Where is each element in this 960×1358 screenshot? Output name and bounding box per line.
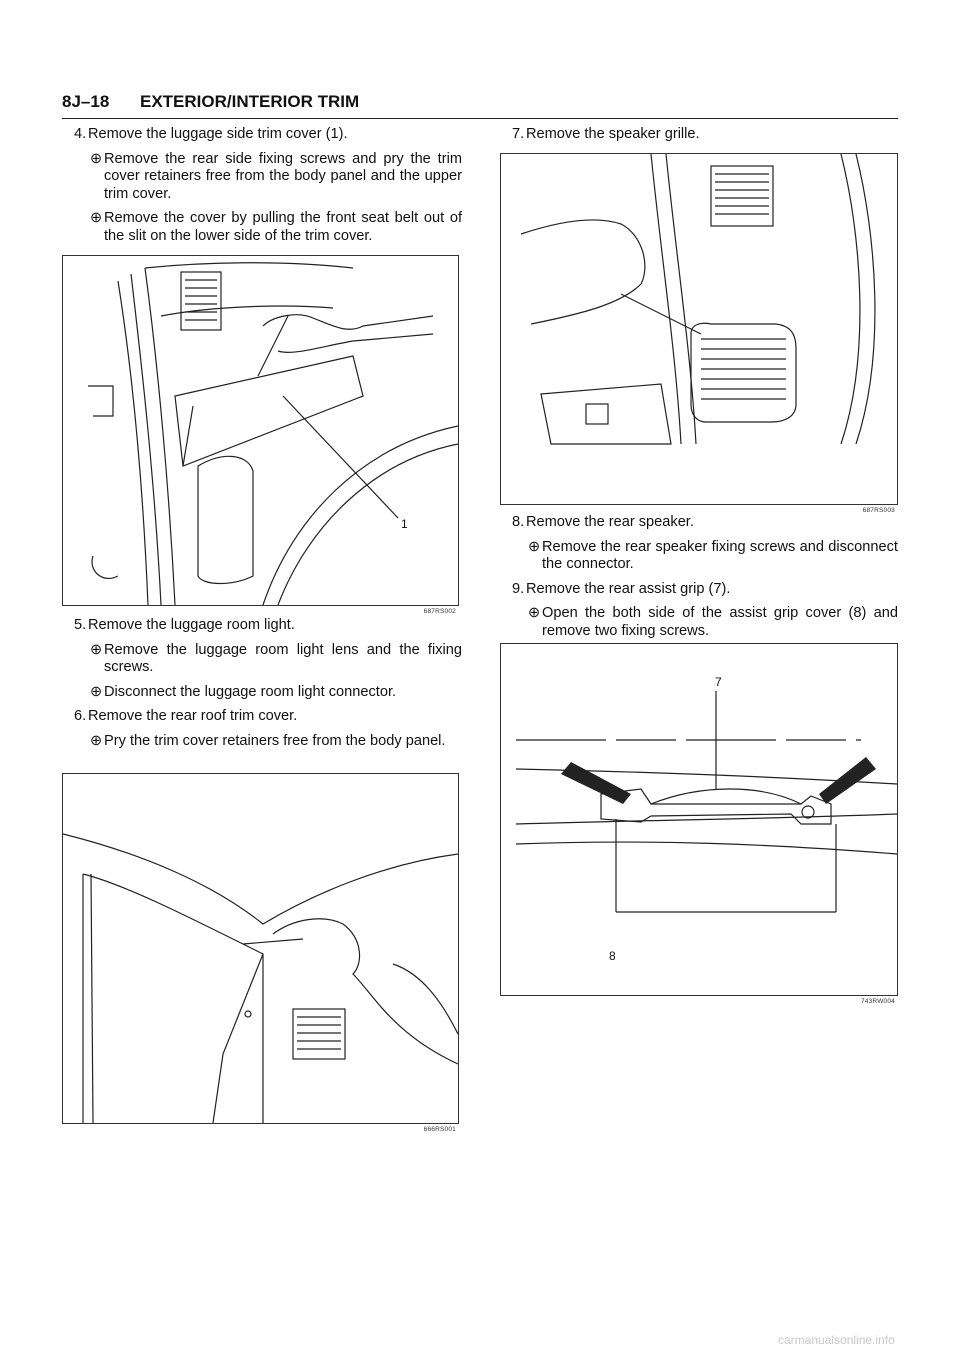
callout-1: 1	[401, 517, 408, 531]
figure-code: 666RS001	[423, 1126, 456, 1133]
figure-code: 743RW004	[860, 998, 895, 1005]
bullet-item: ⊕ Remove the luggage room light lens and…	[62, 642, 462, 677]
illustration-speaker-grille	[520, 154, 876, 445]
step-text: Remove the luggage room light.	[88, 617, 295, 633]
step-number: 6.	[74, 708, 87, 724]
bullet-text: Disconnect the luggage room light connec…	[104, 683, 397, 700]
bullet-item: ⊕ Remove the rear side fixing screws and…	[62, 151, 462, 204]
figure-code: 687RS002	[423, 608, 456, 615]
callout-7: 7	[715, 675, 722, 689]
figure-assist-grip: 7 8 743RW004	[500, 643, 898, 1005]
step-text: Remove the rear assist grip (7).	[526, 580, 731, 597]
bullet-text: Pry the trim cover retainers free from t…	[104, 732, 446, 749]
illustration-side-trim: 1	[88, 262, 458, 605]
bullet-item: ⊕ Pry the trim cover retainers free from…	[62, 733, 462, 751]
bullet-text: Remove the cover by pulling the front se…	[104, 210, 462, 244]
step-6: 6. Remove the rear roof trim cover.	[62, 708, 462, 726]
callout-8: 8	[609, 949, 616, 963]
step-5: 5. Remove the luggage room light.	[62, 617, 462, 635]
right-column: 7. Remove the speaker grille.	[500, 126, 898, 151]
figure-code: 687RS003	[862, 507, 895, 514]
bullet-icon: ⊕	[528, 605, 541, 621]
page-header: 8J–18 EXTERIOR/INTERIOR TRIM	[62, 90, 898, 119]
step-number: 9.	[512, 580, 525, 597]
bullet-icon: ⊕	[90, 641, 103, 658]
step-number: 7.	[512, 126, 525, 142]
bullet-item: ⊕ Open the both side of the assist grip …	[500, 605, 898, 640]
section-title: EXTERIOR/INTERIOR TRIM	[140, 92, 360, 111]
bullet-icon: ⊕	[90, 732, 103, 749]
step-9: 9. Remove the rear assist grip (7).	[500, 581, 898, 599]
step-number: 5.	[74, 617, 87, 633]
figure-luggage-side-trim: 1 687RS002	[62, 255, 459, 615]
bullet-text: Remove the rear side fixing screws and p…	[104, 150, 462, 202]
illustration-roof-trim	[63, 833, 458, 1123]
left-column: 4. Remove the luggage side trim cover (1…	[62, 126, 462, 252]
step-7: 7. Remove the speaker grille.	[500, 126, 898, 144]
bullet-icon: ⊕	[90, 683, 103, 700]
bullet-text: Remove the luggage room light lens and t…	[104, 641, 462, 676]
step-text: Remove the rear speaker.	[526, 514, 694, 530]
figure-rear-roof-trim: 666RS001	[62, 773, 459, 1133]
bullet-text: Open the both side of the assist grip co…	[542, 605, 898, 639]
bullet-item: ⊕ Remove the rear speaker fixing screws …	[500, 539, 898, 574]
bullet-item: ⊕ Disconnect the luggage room light conn…	[62, 684, 462, 702]
bullet-icon: ⊕	[528, 538, 541, 555]
bullet-icon: ⊕	[90, 210, 103, 226]
bullet-icon: ⊕	[90, 150, 103, 167]
illustration-assist-grip: 7 8	[515, 675, 897, 963]
figure-speaker-grille: 687RS003	[500, 153, 898, 514]
bullet-item: ⊕ Remove the cover by pulling the front …	[62, 210, 462, 245]
step-4: 4. Remove the luggage side trim cover (1…	[62, 126, 462, 144]
left-column-middle: 5. Remove the luggage room light. ⊕ Remo…	[62, 617, 462, 757]
watermark: carmanualsonline.info	[778, 1333, 895, 1347]
right-column-middle: 8. Remove the rear speaker. ⊕ Remove the…	[500, 514, 898, 647]
section-number: 8J–18	[62, 92, 110, 111]
step-number: 8.	[512, 514, 525, 530]
bullet-text: Remove the rear speaker fixing screws an…	[542, 538, 898, 573]
step-text: Remove the luggage side trim cover (1).	[88, 126, 348, 142]
step-8: 8. Remove the rear speaker.	[500, 514, 898, 532]
step-number: 4.	[74, 126, 87, 142]
step-text: Remove the rear roof trim cover.	[88, 708, 298, 724]
step-text: Remove the speaker grille.	[526, 126, 700, 142]
